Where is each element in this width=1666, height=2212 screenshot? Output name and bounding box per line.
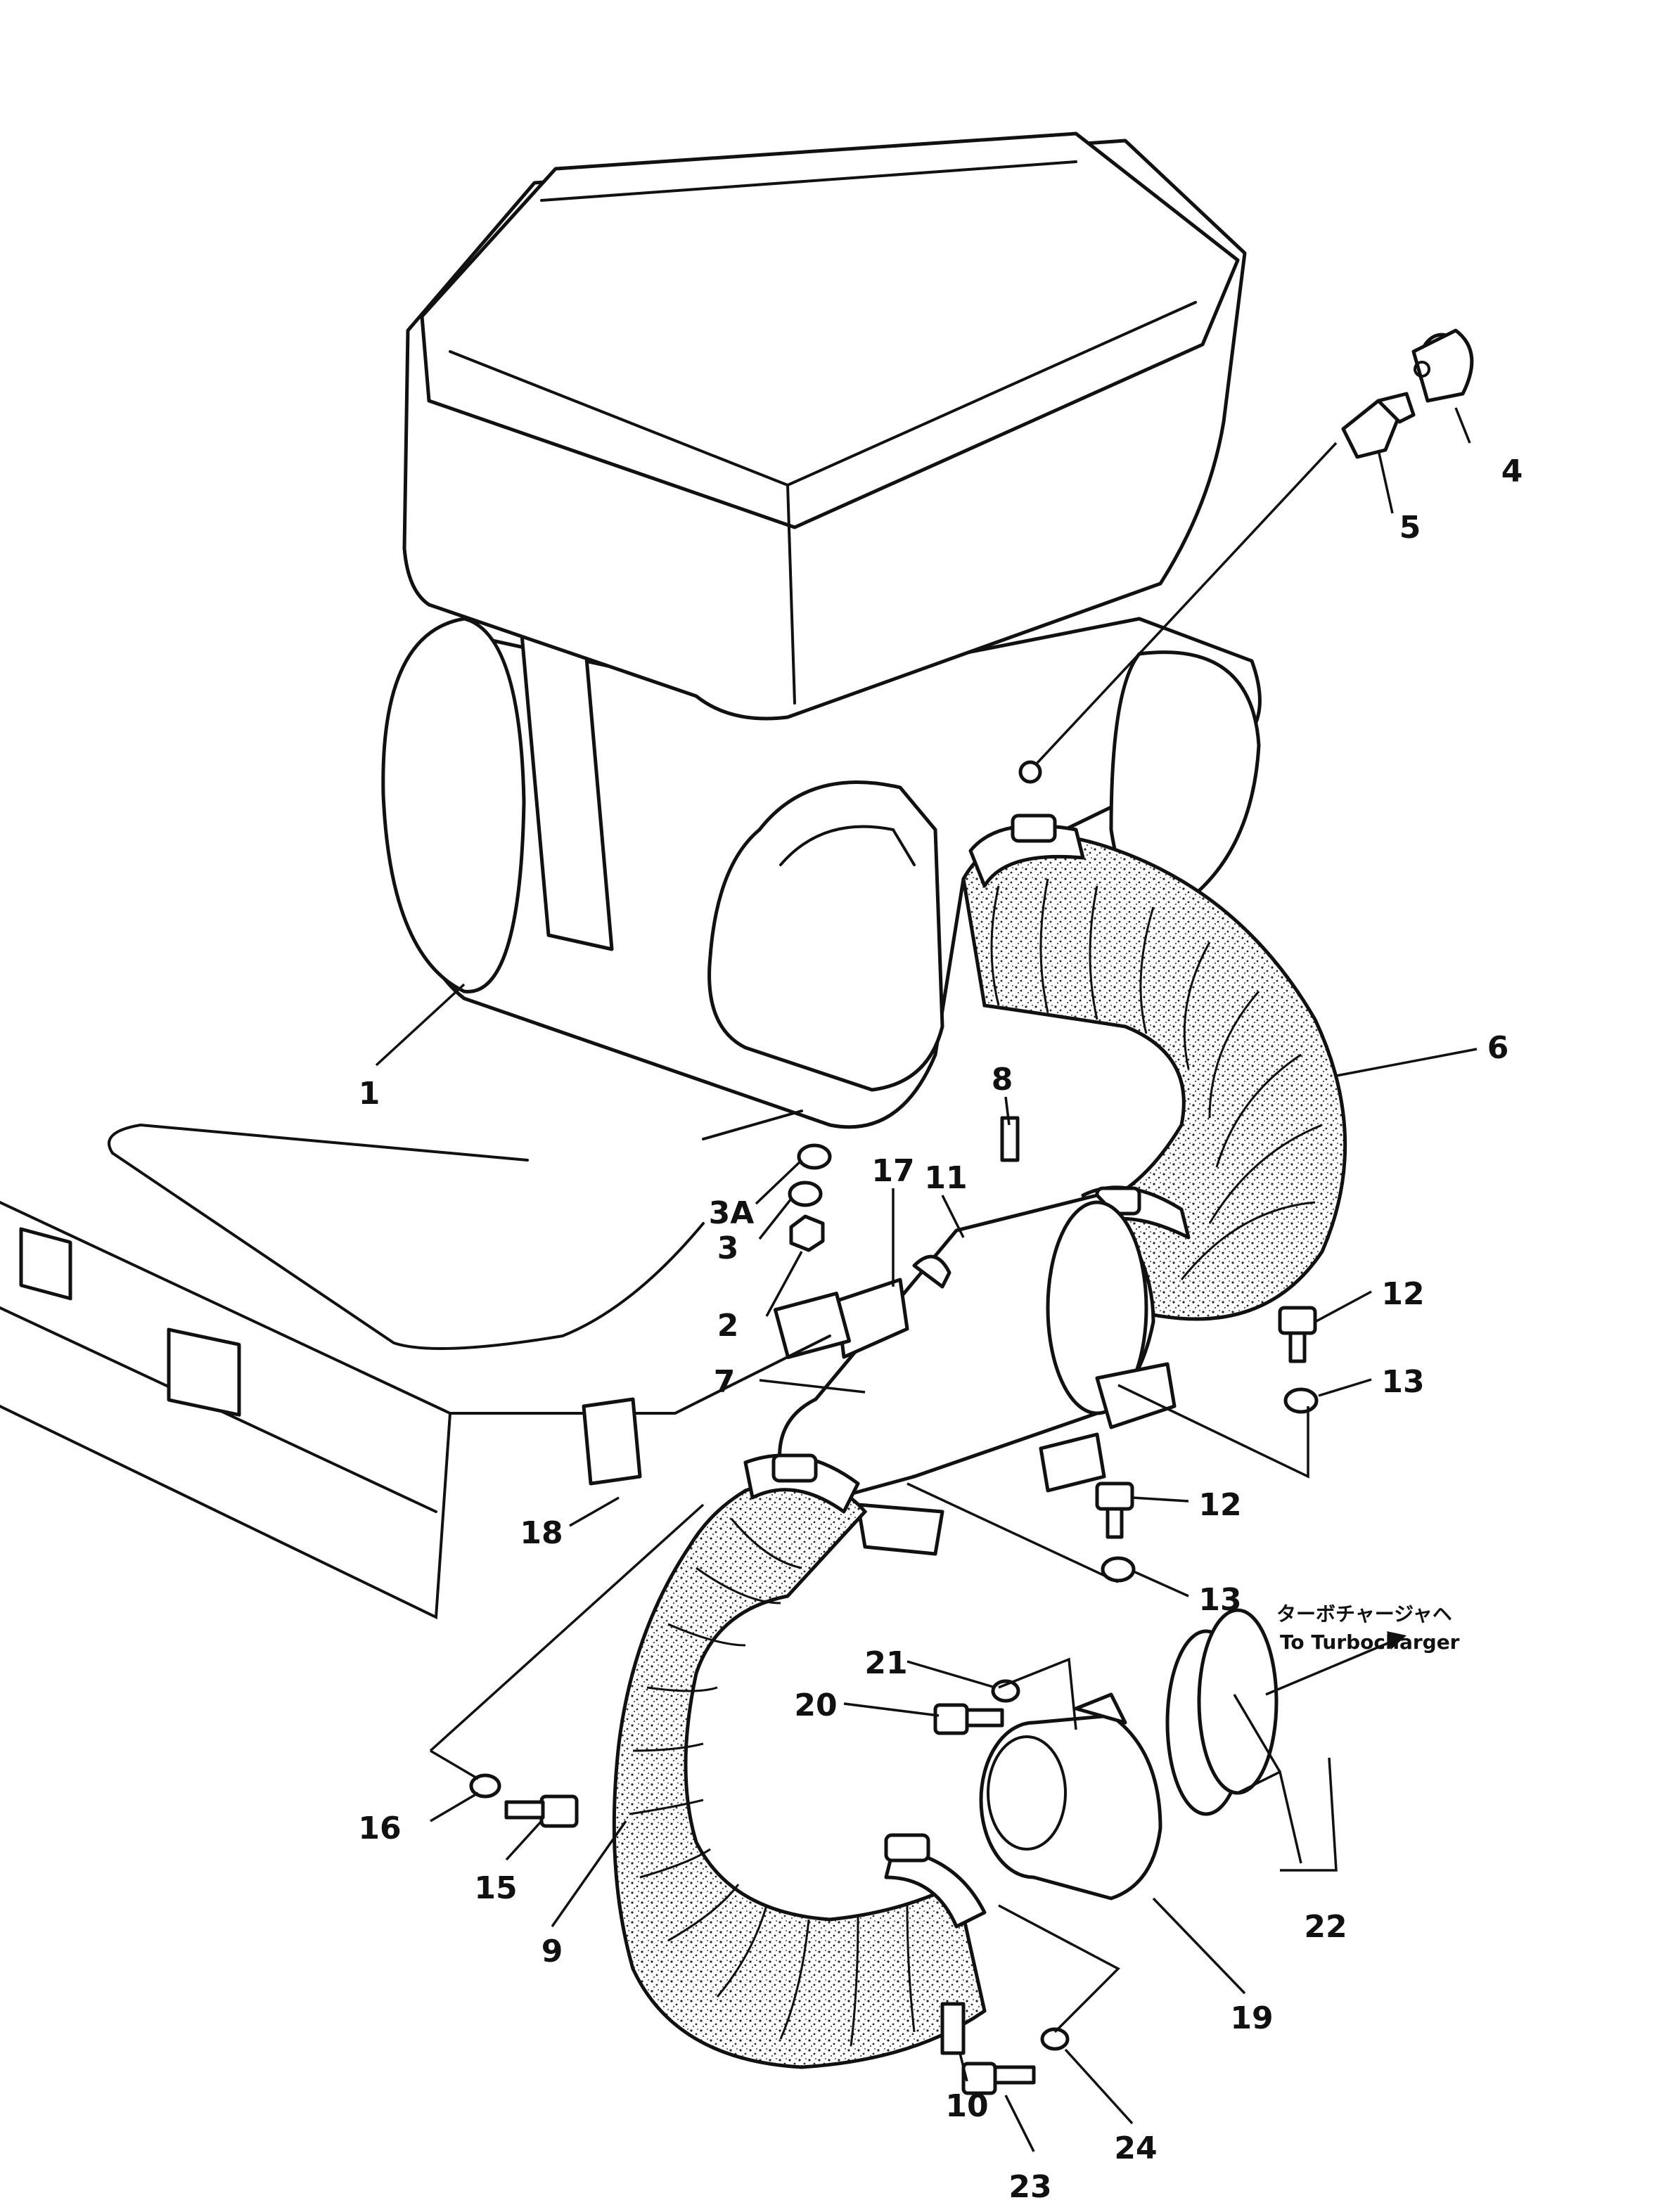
callout-18: 18 (520, 1515, 563, 1551)
callout-24: 24 (1114, 2130, 1157, 2166)
callout-3: 3 (717, 1230, 739, 1266)
callout-1: 1 (359, 1076, 380, 1112)
callout-9: 9 (542, 1934, 563, 1969)
callout-6: 6 (1487, 1030, 1509, 1066)
leader-lines (375, 407, 1478, 2152)
callout-15: 15 (474, 1870, 517, 1906)
callout-4: 4 (1501, 454, 1523, 489)
outlet-elbow (979, 1692, 1162, 1901)
machine-frame (0, 1110, 831, 1620)
reducer-tube (773, 1116, 1177, 1556)
callout-17: 17 (871, 1153, 914, 1189)
callout-8: 8 (992, 1062, 1013, 1098)
callout-13-lower: 13 (1198, 1582, 1241, 1618)
callout-10: 10 (945, 2088, 988, 2124)
callout-12-upper: 12 (1381, 1276, 1424, 1312)
note-english: To Turbocharger (1280, 1631, 1460, 1654)
callout-7: 7 (714, 1364, 736, 1400)
turbocharger-note: ターボチャージャヘ To Turbocharger (1276, 1602, 1460, 1654)
callout-2: 2 (717, 1308, 739, 1344)
callout-16: 16 (358, 1811, 401, 1846)
dust-indicator (1411, 328, 1474, 403)
callout-21: 21 (864, 1645, 907, 1681)
callout-labels: 1 2 3 3A 4 5 6 7 8 9 10 11 12 12 13 13 1… (358, 454, 1523, 2205)
callout-13-upper: 13 (1381, 1364, 1424, 1400)
callout-3a: 3A (709, 1195, 755, 1231)
lower-hose (612, 1453, 987, 2069)
upper-hose (961, 814, 1347, 1321)
callout-12-lower: 12 (1198, 1487, 1241, 1523)
air-cleaner-body (381, 131, 1262, 1129)
indicator-adapter (1036, 392, 1416, 764)
note-japanese: ターボチャージャヘ (1276, 1602, 1452, 1626)
callout-23: 23 (1008, 2169, 1051, 2205)
seal-rings (1165, 1608, 1279, 1816)
callout-19: 19 (1230, 2000, 1273, 2036)
callout-20: 20 (794, 1687, 837, 1723)
callout-11: 11 (924, 1160, 967, 1196)
fasteners (469, 1143, 1319, 2095)
callout-22: 22 (1304, 1909, 1347, 1945)
callout-5: 5 (1399, 510, 1421, 546)
